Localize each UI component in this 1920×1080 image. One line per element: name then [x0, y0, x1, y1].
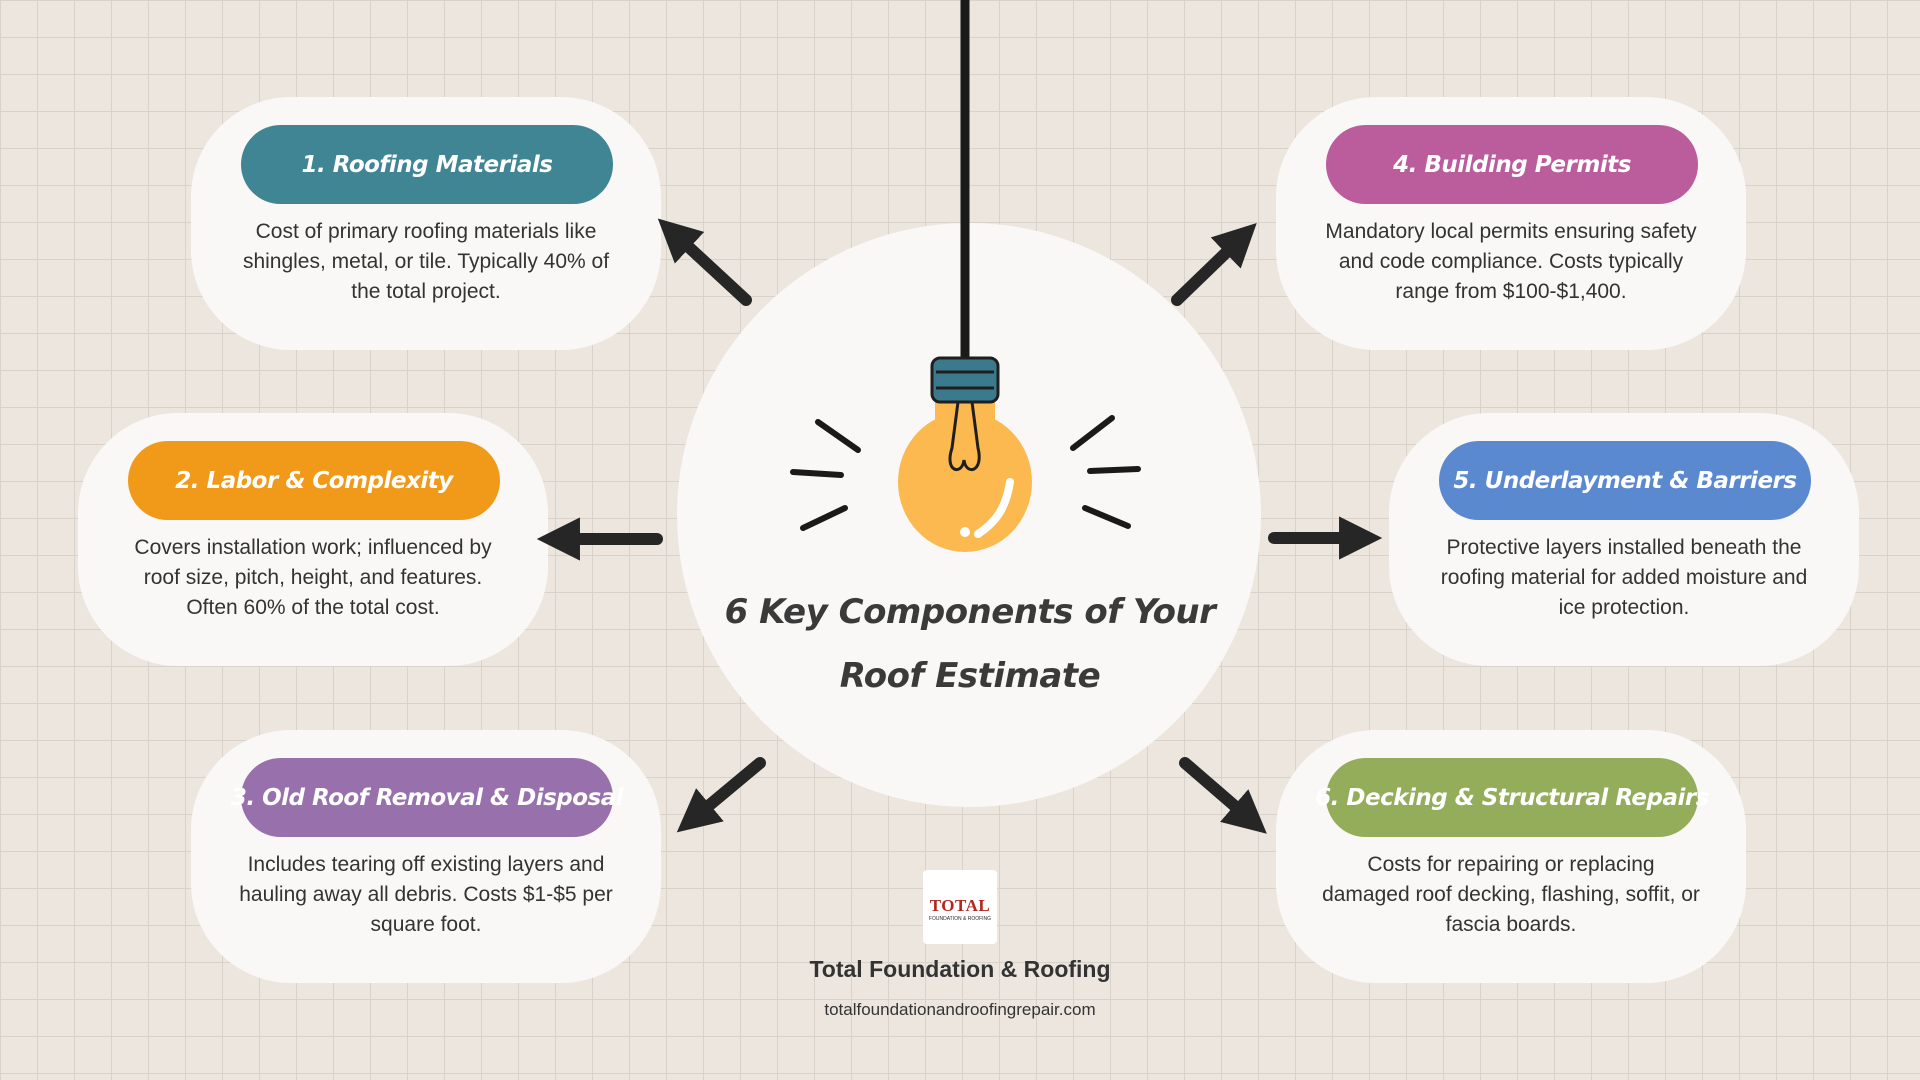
component-card-old-roof-removal: 3. Old Roof Removal & Disposal Includes … — [191, 730, 661, 983]
company-logo: TOTAL FOUNDATION & ROOFING — [923, 870, 997, 944]
lightbulb-icon — [898, 356, 1032, 552]
arrow-to-decking-repairs — [1179, 757, 1267, 834]
arrow-to-roofing-materials — [657, 218, 752, 306]
component-card-labor-complexity: 2. Labor & Complexity Covers installatio… — [78, 413, 548, 666]
arrow-to-building-permits — [1171, 222, 1257, 306]
component-heading-underlayment-barriers: 5. Underlayment & Barriers — [1439, 441, 1811, 520]
component-card-roofing-materials: 1. Roofing Materials Cost of primary roo… — [191, 97, 661, 350]
component-heading-roofing-materials: 1. Roofing Materials — [241, 125, 613, 204]
component-heading-decking-repairs: 6. Decking & Structural Repairs — [1315, 758, 1709, 837]
component-description-labor-complexity: Covers installation work; influenced by … — [134, 536, 492, 619]
company-name: Total Foundation & Roofing — [809, 956, 1111, 982]
component-card-building-permits: 4. Building Permits Mandatory local perm… — [1276, 97, 1746, 350]
infographic-title: 6 Key Components of Your Roof Estimate — [724, 592, 1216, 696]
component-description-roofing-materials: Cost of primary roofing materials like s… — [242, 220, 610, 303]
component-description-old-roof-removal: Includes tearing off existing layers and… — [239, 853, 613, 936]
logo-wordmark: TOTAL — [929, 896, 991, 915]
company-url: totalfoundationandroofingrepair.com — [824, 1000, 1096, 1019]
component-description-decking-repairs: Costs for repairing or replacing damaged… — [1322, 853, 1700, 936]
component-heading-labor-complexity: 2. Labor & Complexity — [128, 441, 500, 520]
logo-subtext: FOUNDATION & ROOFING — [928, 916, 992, 922]
component-card-decking-repairs: 6. Decking & Structural Repairs Costs fo… — [1276, 730, 1746, 983]
component-heading-building-permits: 4. Building Permits — [1326, 125, 1698, 204]
lightbulb-rays — [790, 415, 1141, 531]
component-heading-old-roof-removal: 3. Old Roof Removal & Disposal — [231, 758, 624, 837]
component-card-underlayment-barriers: 5. Underlayment & Barriers Protective la… — [1389, 413, 1859, 666]
arrow-to-old-roof-removal — [676, 757, 766, 833]
component-description-building-permits: Mandatory local permits ensuring safety … — [1325, 220, 1697, 303]
component-description-underlayment-barriers: Protective layers installed beneath the … — [1440, 536, 1808, 619]
